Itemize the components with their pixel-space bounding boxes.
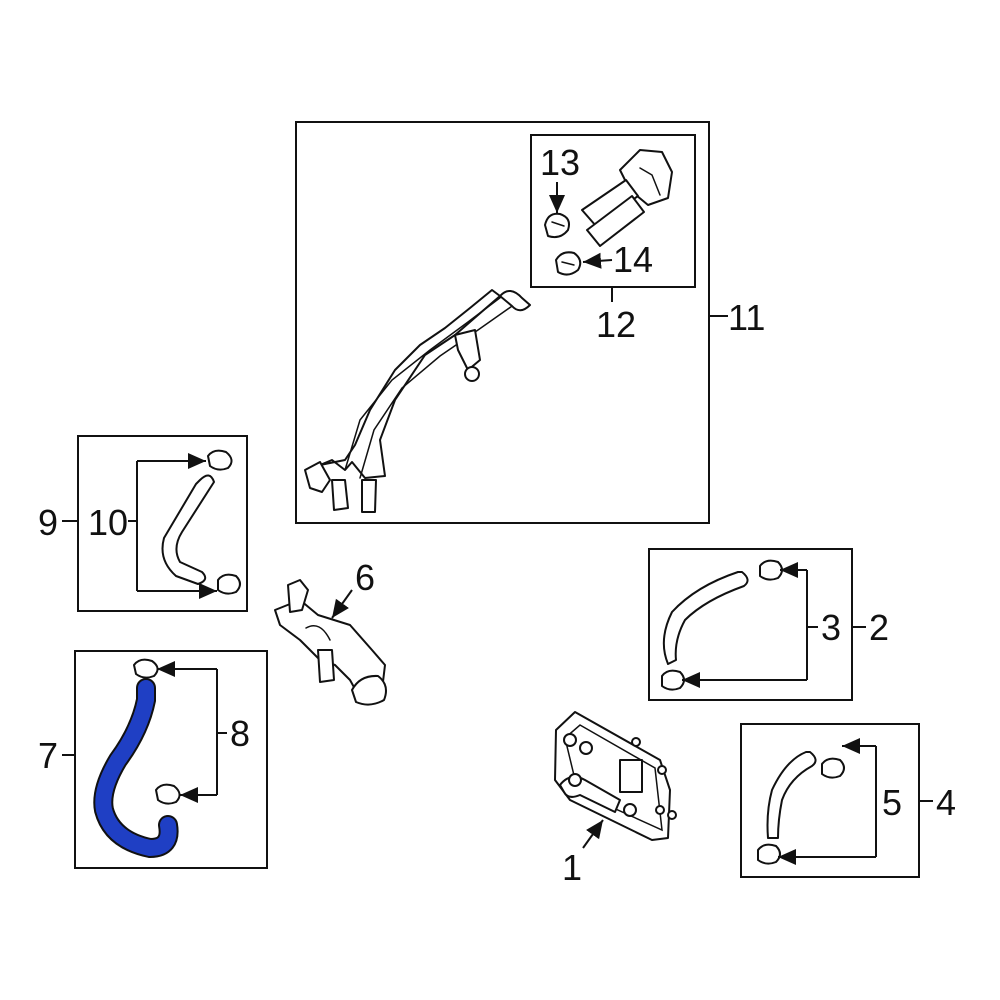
clamp-3-lower[interactable]	[661, 669, 685, 691]
callout-4: 4	[936, 782, 956, 823]
clamp-3-upper[interactable]	[759, 559, 783, 581]
callout-11: 11	[728, 297, 765, 338]
water-outlet-6[interactable]	[274, 579, 387, 706]
callout-14: 14	[613, 239, 653, 280]
callout-9: 9	[38, 502, 58, 543]
callout-1: 1	[562, 847, 582, 888]
clamp-5-upper[interactable]	[821, 757, 845, 779]
callout-7: 7	[38, 735, 58, 776]
group-9-box	[77, 435, 248, 612]
callout-13: 13	[540, 142, 580, 183]
arrow-14	[582, 252, 613, 269]
group-7-box	[74, 650, 268, 869]
callout-5: 5	[882, 782, 902, 823]
hose-5[interactable]	[766, 751, 817, 839]
clamp-13[interactable]	[544, 212, 570, 239]
oil-cooler-1[interactable]	[554, 711, 677, 841]
group-2-box	[648, 548, 853, 701]
callout-3: 3	[821, 607, 841, 648]
arrow-1	[582, 819, 604, 849]
clamp-10-upper[interactable]	[207, 449, 233, 471]
callout-6: 6	[355, 557, 375, 598]
clamp-8-lower[interactable]	[155, 783, 181, 805]
callout-10: 10	[88, 502, 128, 543]
clamp-5-lower[interactable]	[757, 843, 781, 865]
clamp-14[interactable]	[555, 251, 582, 276]
hose-3[interactable]	[662, 571, 749, 665]
callout-8: 8	[230, 713, 250, 754]
arrow-6	[331, 589, 353, 619]
hose-10[interactable]	[161, 474, 215, 585]
callout-2: 2	[869, 607, 889, 648]
hose-7-highlighted[interactable]	[93, 678, 179, 859]
heater-pipe-assembly[interactable]	[304, 289, 531, 513]
callout-12: 12	[596, 304, 636, 345]
clamp-10-lower[interactable]	[217, 573, 241, 595]
clamp-8-upper[interactable]	[133, 658, 159, 679]
outlet-hose-12[interactable]	[581, 149, 673, 247]
